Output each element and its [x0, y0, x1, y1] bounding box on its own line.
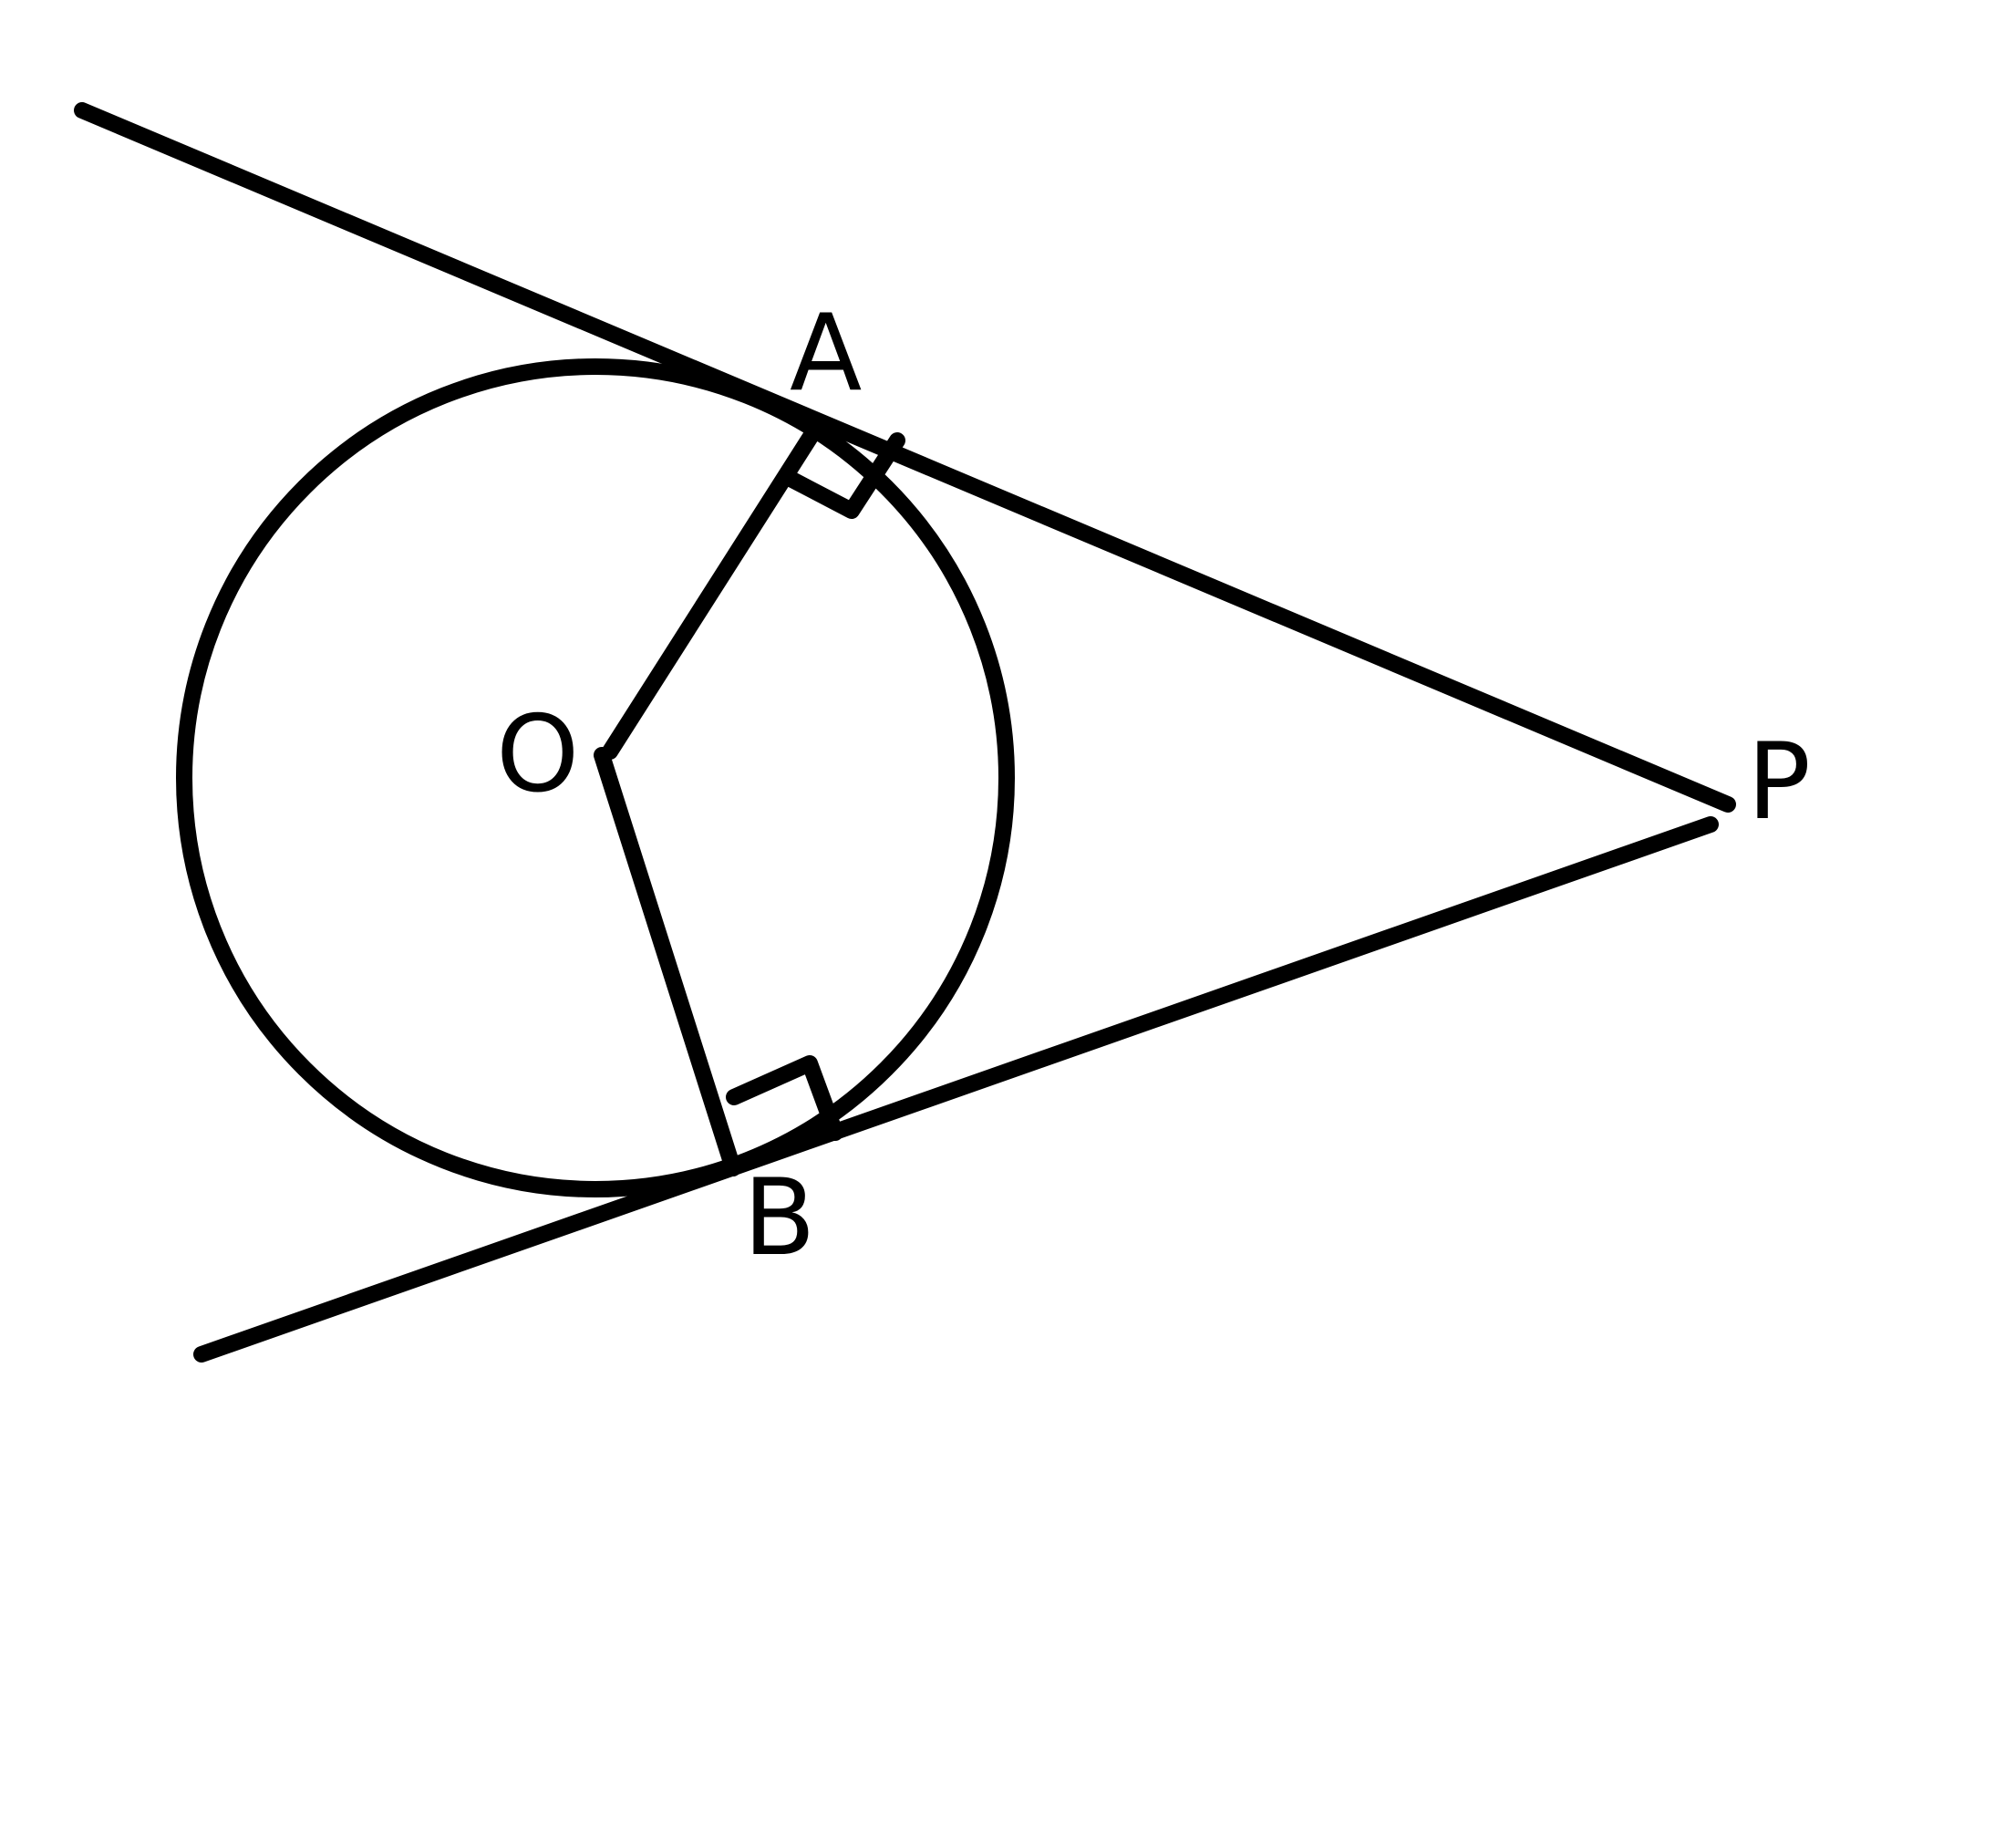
right-angle-mark-b — [726, 1055, 843, 1141]
radius-oa — [602, 424, 822, 760]
tangent-line-pb — [193, 816, 1719, 1363]
point-label-p: P — [1747, 720, 1811, 844]
radius-ob — [594, 747, 741, 1176]
point-label-a: A — [790, 292, 862, 415]
right-angle-mark-a — [782, 432, 905, 519]
point-label-o: O — [496, 693, 579, 816]
point-label-b: B — [743, 1156, 816, 1280]
diagram-strokes — [74, 102, 1736, 1363]
tangent-line-pa — [74, 102, 1736, 813]
circle-o — [176, 358, 1015, 1197]
